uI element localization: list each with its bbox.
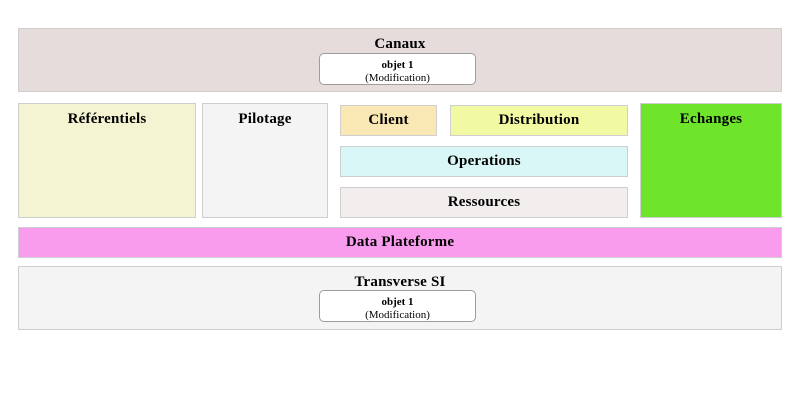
block-distribution-label: Distribution: [498, 112, 580, 128]
block-echanges[interactable]: Echanges: [640, 103, 782, 218]
block-pilotage[interactable]: Pilotage: [202, 103, 328, 218]
block-canaux-label: Canaux: [374, 36, 426, 52]
block-operations[interactable]: Operations: [340, 146, 628, 177]
block-distribution[interactable]: Distribution: [450, 105, 628, 136]
block-ressources[interactable]: Ressources: [340, 187, 628, 218]
transverse-si-objet-state: (Modification): [365, 308, 430, 321]
transverse-si-objet-card[interactable]: objet 1 (Modification): [319, 290, 476, 322]
block-referentiels[interactable]: Référentiels: [18, 103, 196, 218]
block-data-plateforme-label: Data Plateforme: [345, 234, 455, 250]
block-client[interactable]: Client: [340, 105, 437, 136]
canaux-objet-card[interactable]: objet 1 (Modification): [319, 53, 476, 85]
block-data-plateforme[interactable]: Data Plateforme: [18, 227, 782, 258]
canaux-objet-state: (Modification): [365, 71, 430, 84]
block-client-label: Client: [368, 112, 409, 128]
block-echanges-label: Echanges: [679, 111, 743, 127]
block-transverse-si-label: Transverse SI: [354, 274, 446, 290]
transverse-si-objet-name: objet 1: [381, 296, 414, 308]
block-ressources-label: Ressources: [447, 194, 521, 210]
canaux-objet-name: objet 1: [381, 59, 414, 71]
block-pilotage-label: Pilotage: [238, 111, 292, 127]
block-referentiels-label: Référentiels: [67, 111, 147, 127]
block-operations-label: Operations: [447, 153, 521, 169]
